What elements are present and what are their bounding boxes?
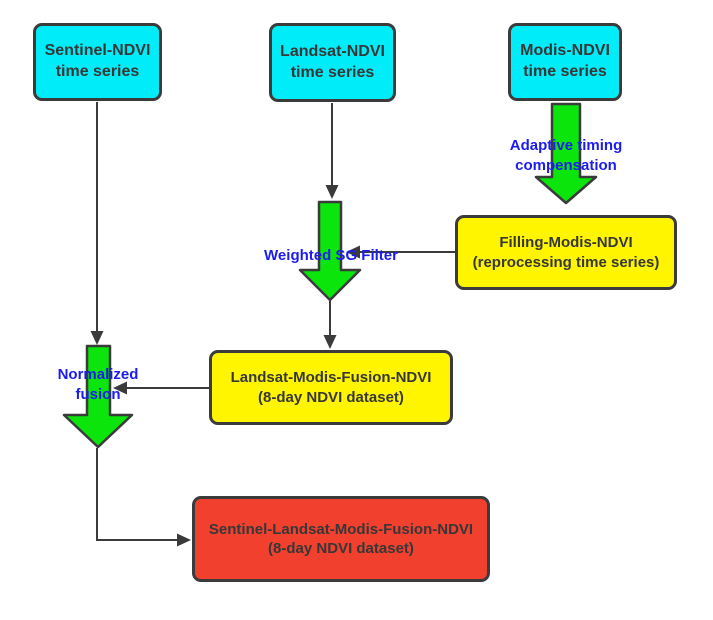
process-label-normalized-fusion: Normalized fusion	[57, 366, 139, 404]
connector-sentinel-to-normalized-fusion	[90, 102, 104, 345]
process-label-adaptive-timing-compensation: Adaptive timing compensation	[509, 137, 623, 175]
node-modis-ndvi-time-series: Modis-NDVI time series	[508, 23, 622, 101]
arrowhead-left-icon	[346, 245, 360, 259]
process-label-weighted-sg-filter: Weighted SG Filter	[264, 247, 398, 264]
node-filling-modis-ndvi: Filling-Modis-NDVI (reprocessing time se…	[455, 215, 677, 290]
block-arrow-down-modis-to-filling-icon	[534, 102, 598, 205]
arrowhead-down-icon	[323, 335, 337, 349]
arrowhead-right-icon	[177, 533, 191, 547]
node-landsat-modis-fusion-ndvi: Landsat-Modis-Fusion-NDVI (8-day NDVI da…	[209, 350, 453, 425]
arrowhead-down-icon	[325, 185, 339, 199]
block-arrow-down-normalized-fusion-icon	[62, 344, 134, 449]
arrowhead-left-icon	[113, 381, 127, 395]
node-sentinel-landsat-modis-fusion-ndvi: Sentinel-Landsat-Modis-Fusion-NDVI (8-da…	[192, 496, 490, 582]
node-sentinel-ndvi-time-series: Sentinel-NDVI time series	[33, 23, 162, 101]
arrowhead-down-icon	[90, 331, 104, 345]
connector-normalized-fusion-to-final	[96, 448, 191, 547]
connector-filling-to-sg-filter	[346, 245, 455, 259]
connector-sg-filter-to-fusion	[323, 301, 337, 349]
block-arrow-down-sg-filter-icon	[298, 200, 362, 302]
node-landsat-ndvi-time-series: Landsat-NDVI time series	[269, 23, 396, 102]
connector-fusion-to-normalized-fusion	[113, 381, 209, 395]
connector-landsat-to-sg-filter	[325, 103, 339, 199]
